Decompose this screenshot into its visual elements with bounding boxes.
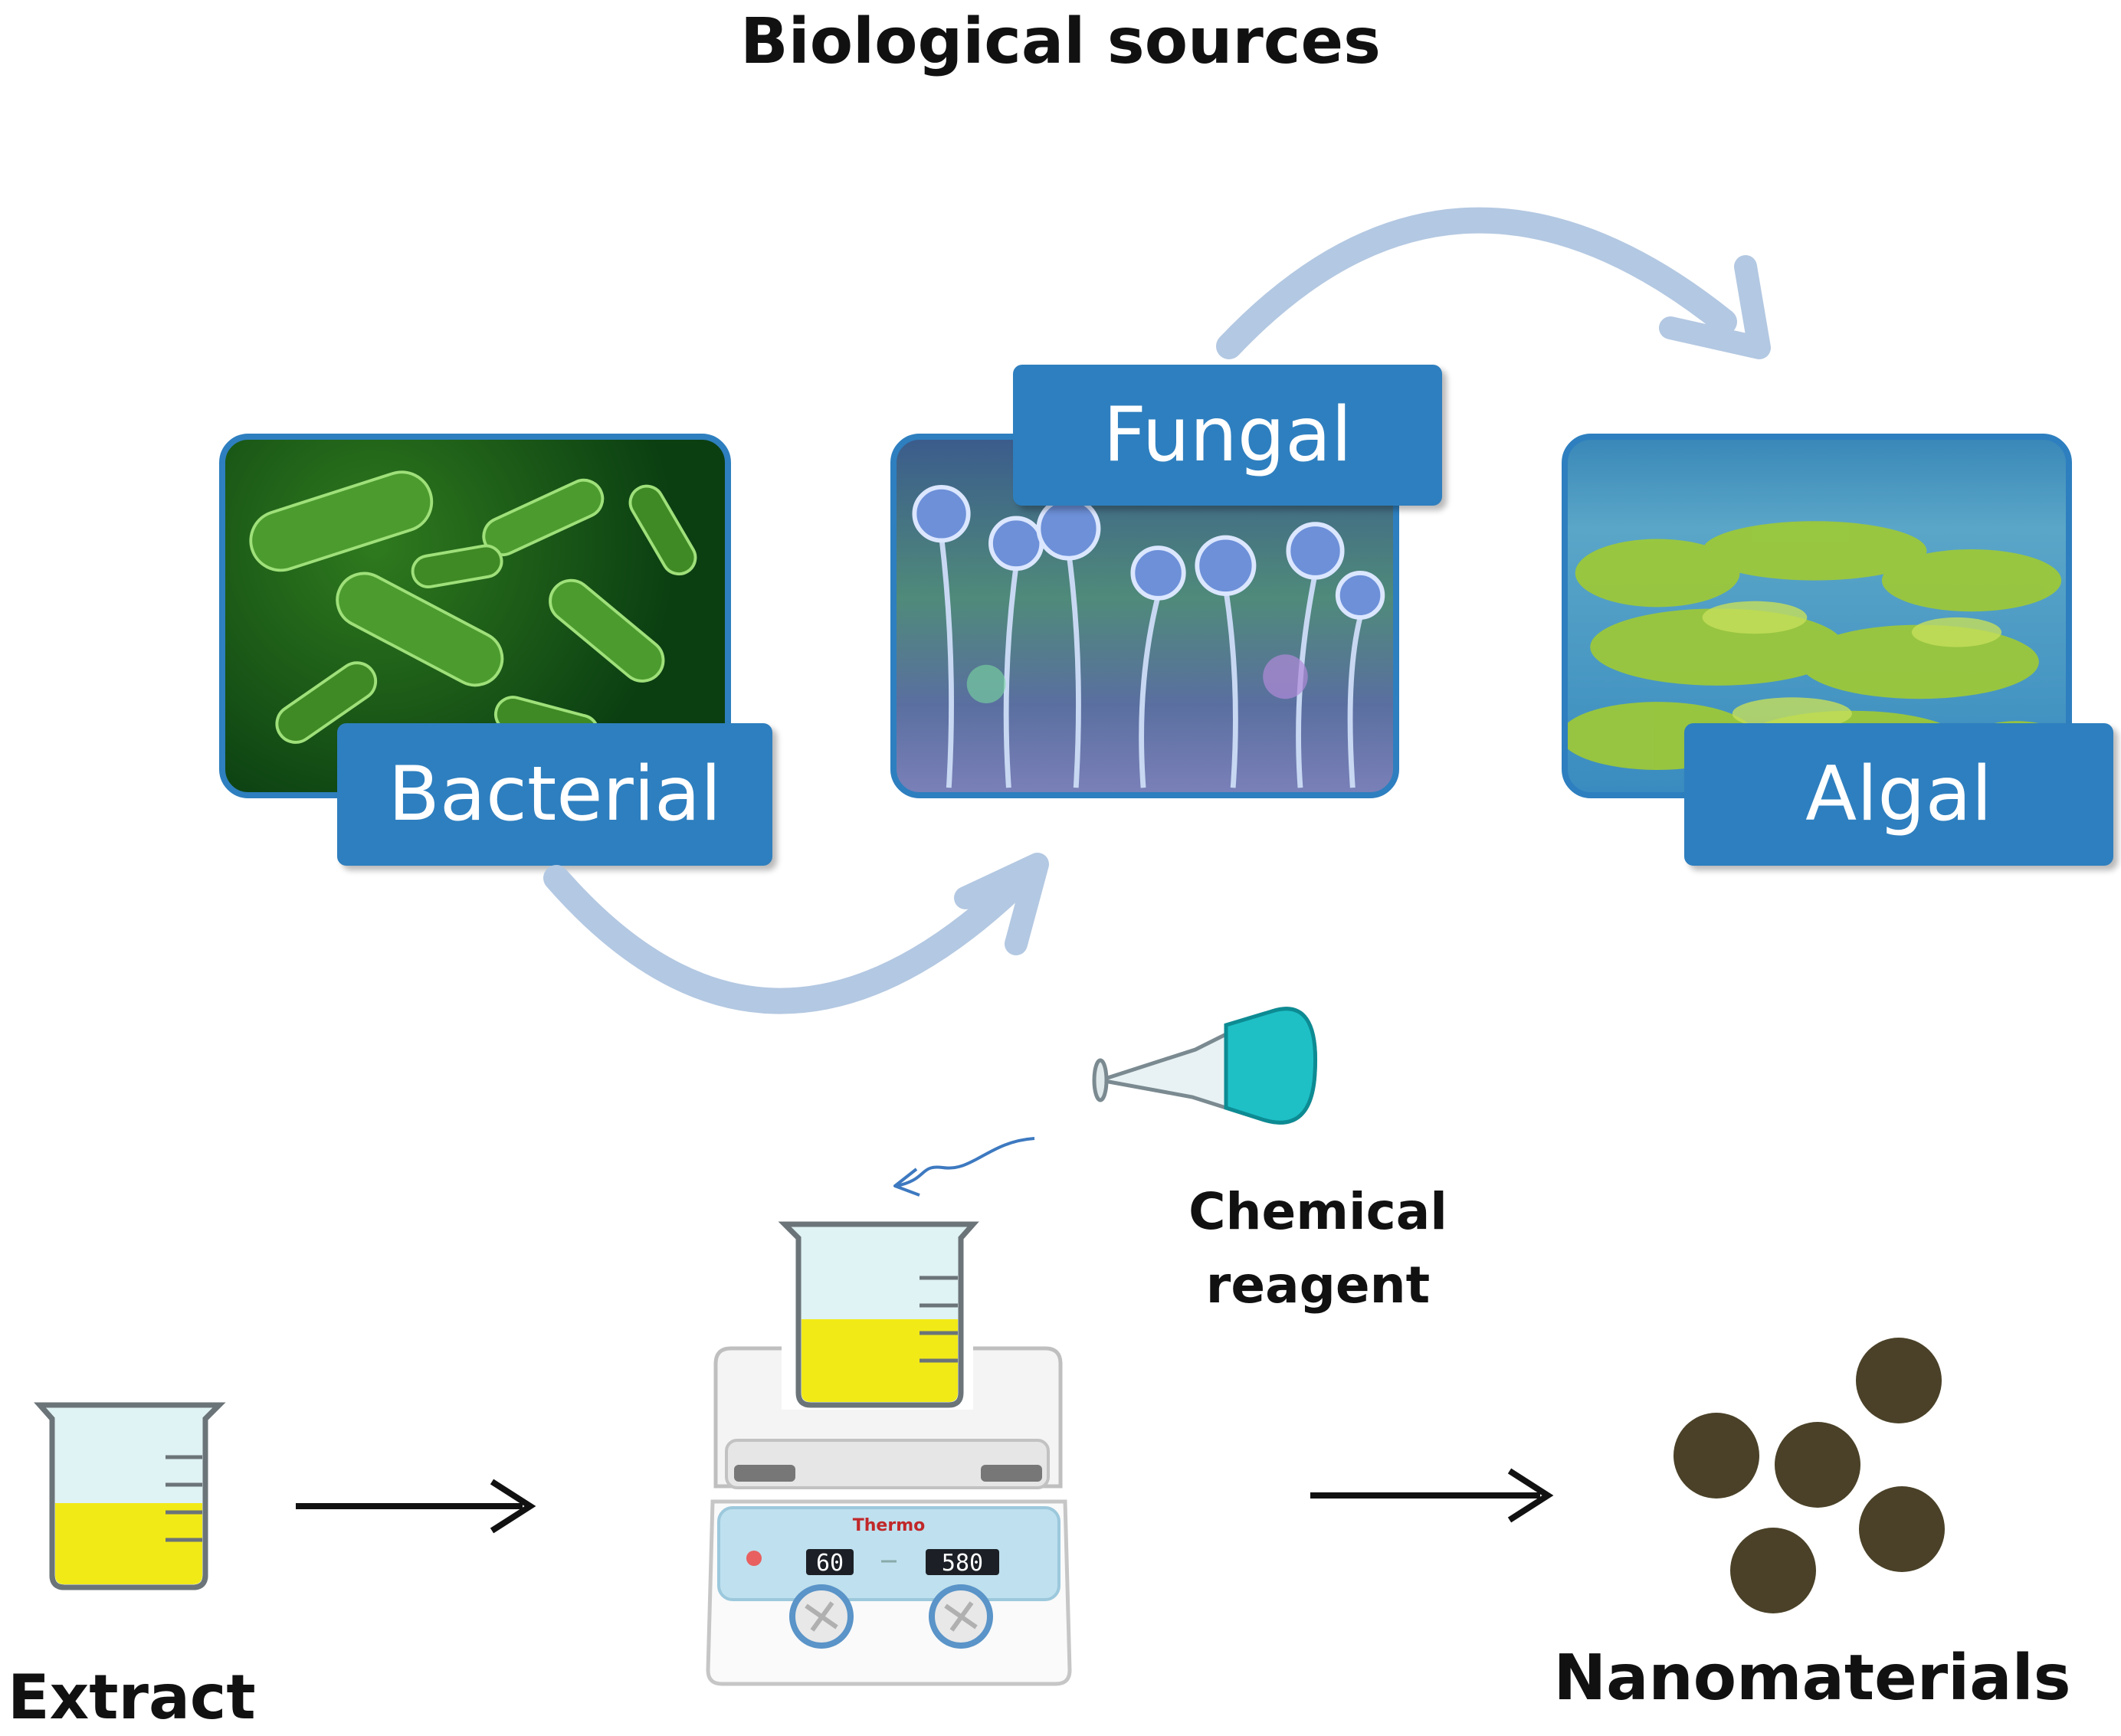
diagram-title: Biological sources (740, 5, 1381, 78)
fungal-label: Fungal (1013, 365, 1442, 506)
bacterial-label: Bacterial (337, 723, 772, 866)
cycle-arrow-top (1216, 207, 1771, 359)
hotplate-display-left: 60 (816, 1550, 844, 1577)
extract-beaker-icon (34, 1402, 226, 1590)
reaction-beaker-icon (778, 1218, 979, 1410)
extract-label: Extract (8, 1662, 256, 1733)
reagent-flask-icon (1092, 1007, 1318, 1125)
extract-to-hotplate-arrow (296, 1479, 536, 1534)
hotplate-display-right: 580 (942, 1550, 983, 1577)
algal-label: Algal (1684, 723, 2113, 866)
hotplate-to-nanomaterials-arrow (1310, 1468, 1554, 1523)
reagent-add-arrow (893, 1137, 1035, 1197)
nanomaterials-label: Nanomaterials (1553, 1642, 2071, 1715)
nanoparticles-icon (1674, 1338, 1945, 1613)
chemical-reagent-label: Chemical reagent (1188, 1182, 1447, 1315)
cycle-arrow-bottom (543, 853, 1049, 1014)
hotplate-brand: Thermo (853, 1516, 925, 1535)
